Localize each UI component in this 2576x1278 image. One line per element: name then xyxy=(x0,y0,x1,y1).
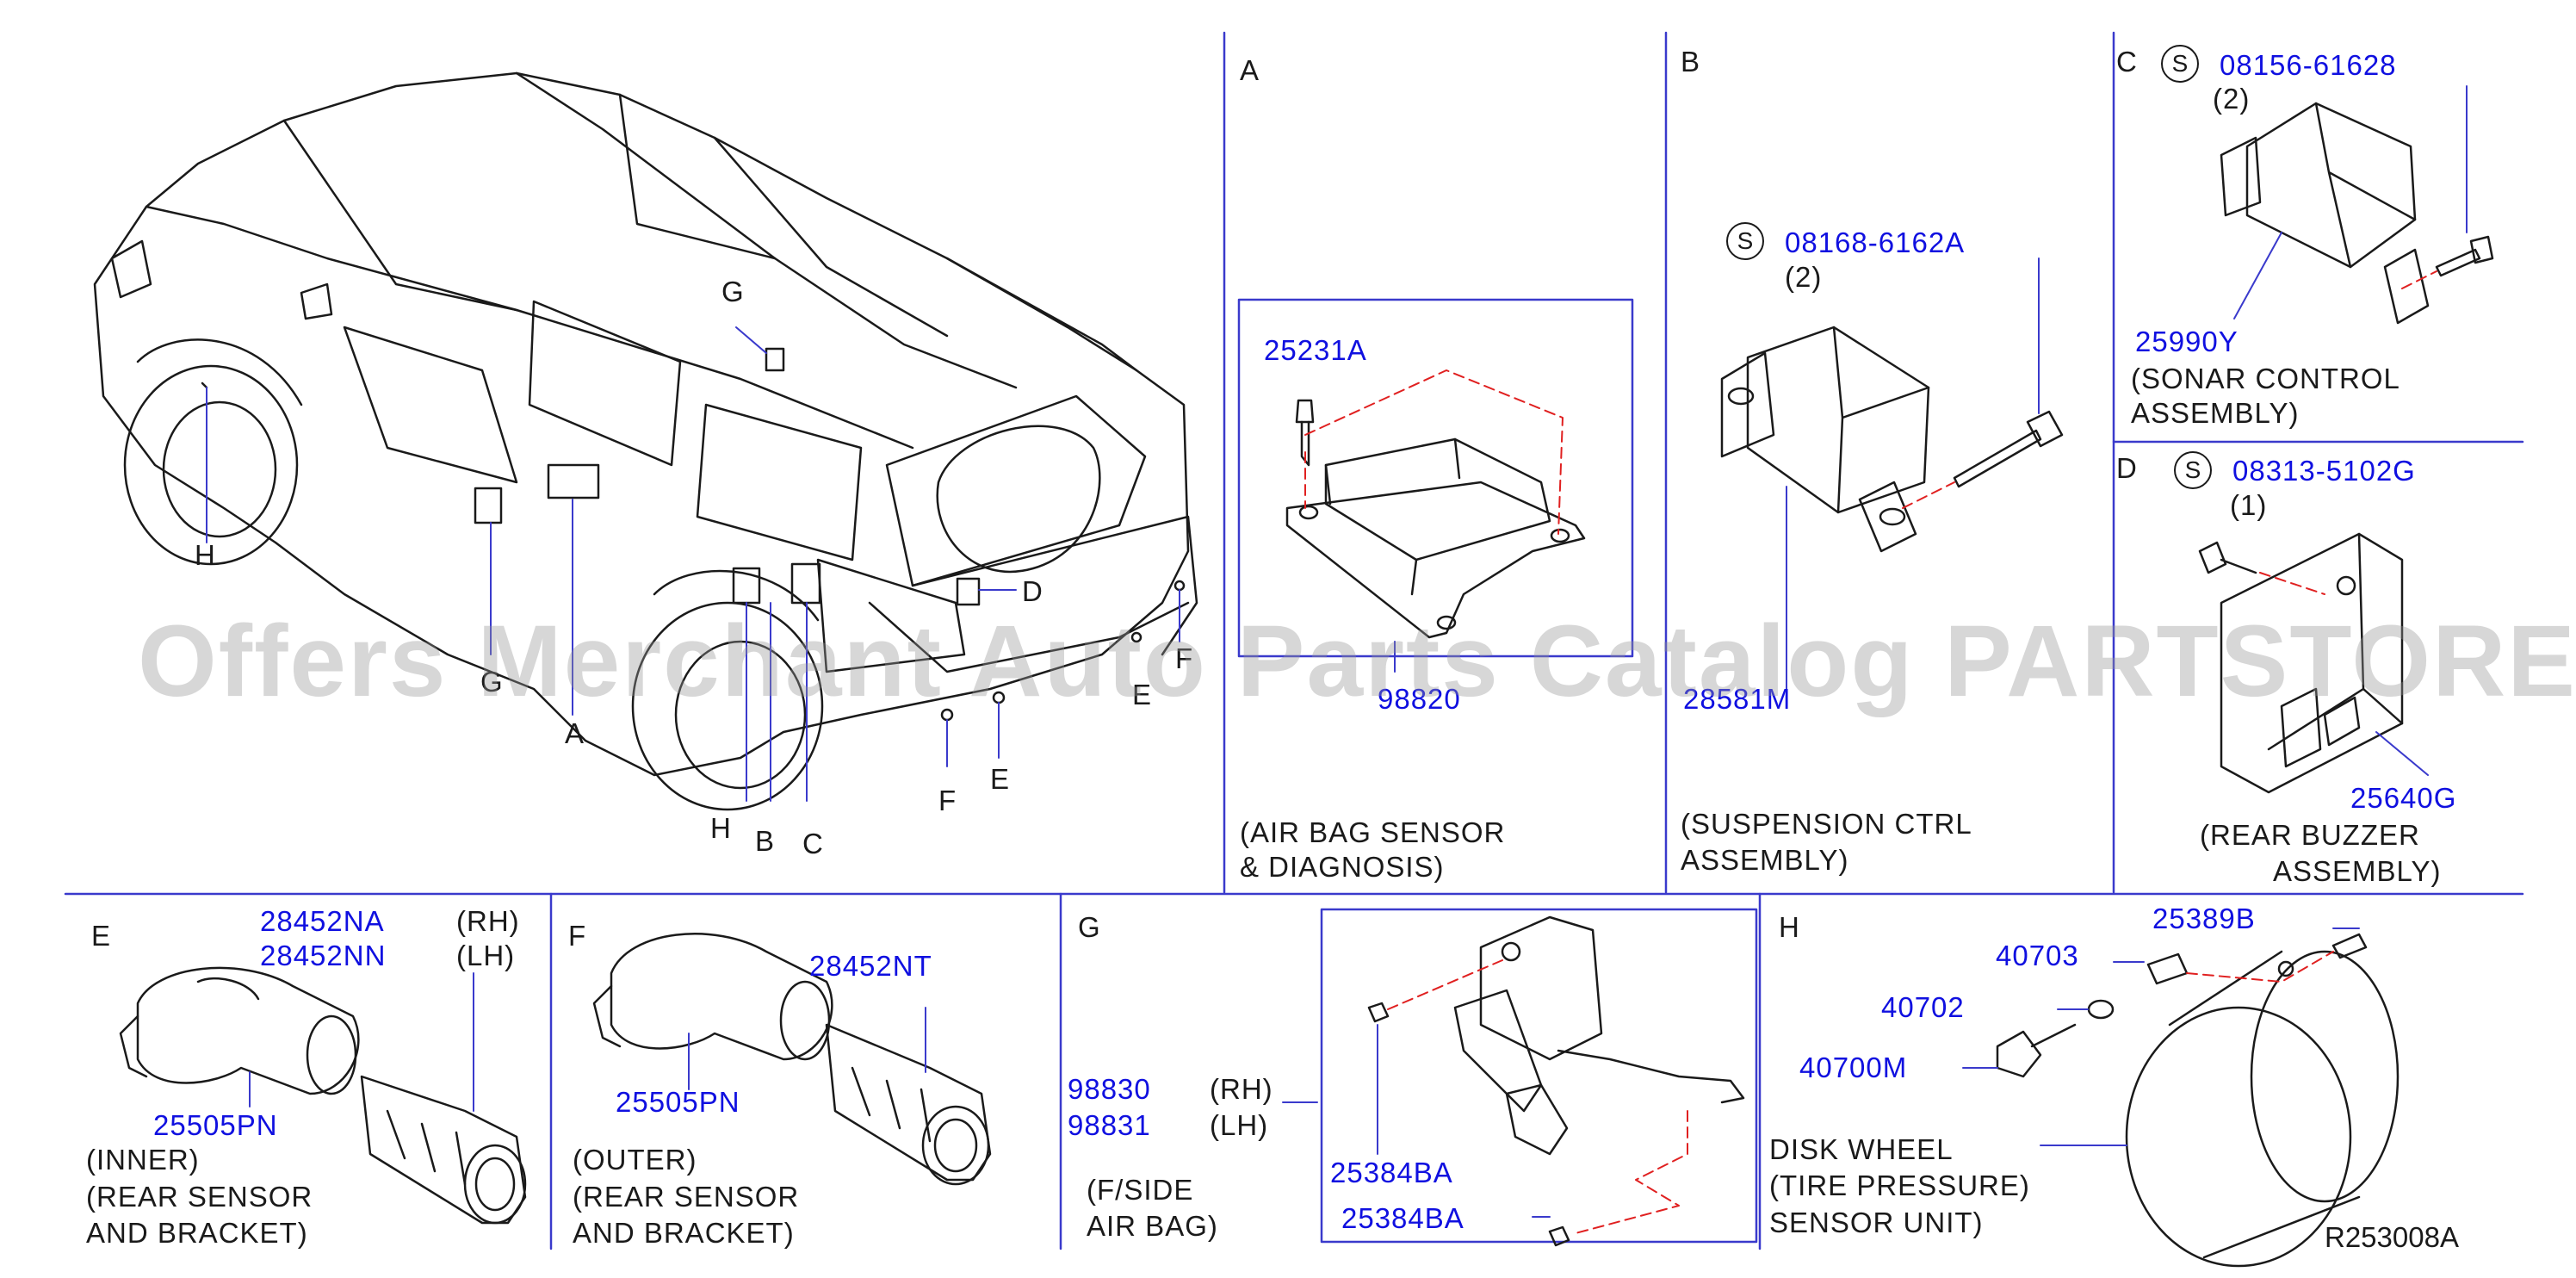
part-08156-61628[interactable]: 08156-61628 xyxy=(2220,49,2397,81)
part-28581m[interactable]: 28581M xyxy=(1683,683,1792,715)
rh-label-g: (RH) xyxy=(1210,1073,1273,1105)
section-d-letter: D xyxy=(2116,452,2138,484)
part-08313-5102g[interactable]: 08313-5102G xyxy=(2232,455,2416,487)
suspension-dash-line xyxy=(1902,481,1955,509)
section-b-letter: B xyxy=(1681,46,1701,78)
section-d-caption-2: ASSEMBLY) xyxy=(2273,855,2442,887)
section-g-caption-1: (F/SIDE xyxy=(1087,1174,1194,1206)
wheel-dash-lines xyxy=(2186,951,2334,983)
part-08168-6162a[interactable]: 08168-6162A xyxy=(1785,226,1966,258)
callout-g-top: G xyxy=(721,276,745,307)
bolt-qty-c: (2) xyxy=(2213,83,2251,115)
disk-wheel-drawing xyxy=(1996,933,2400,1268)
bolt-qty-b: (2) xyxy=(1785,261,1823,293)
section-f-letter: F xyxy=(568,920,587,952)
inner-sensor-leaders xyxy=(249,972,474,1112)
lh-label-g: (LH) xyxy=(1210,1109,1269,1141)
part-40702[interactable]: 40702 xyxy=(1881,991,1965,1023)
vehicle-illustration xyxy=(93,71,1198,811)
section-h-caption-3: SENSOR UNIT) xyxy=(1769,1207,1984,1238)
section-a-caption-1: (AIR BAG SENSOR xyxy=(1240,816,1506,848)
callout-c: C xyxy=(802,828,824,859)
sonar-control-drawing xyxy=(2220,102,2494,325)
sonar-leaders xyxy=(2233,85,2468,320)
bolt-qty-d: (1) xyxy=(2230,489,2268,521)
rh-label-e: (RH) xyxy=(456,905,520,937)
diagram-reference: R253008A xyxy=(2325,1221,2459,1253)
section-g-caption-2: AIR BAG) xyxy=(1087,1210,1218,1242)
section-b-caption-1: (SUSPENSION CTRL xyxy=(1681,808,1972,840)
part-28452na[interactable]: 28452NA xyxy=(260,905,385,937)
side-airbag-leaders xyxy=(1282,1024,1551,1218)
part-25384ba-2[interactable]: 25384BA xyxy=(1341,1202,1464,1234)
part-40700m[interactable]: 40700M xyxy=(1799,1052,1908,1083)
wheel-leaders xyxy=(1962,927,2360,1146)
section-e-caption-2: (REAR SENSOR xyxy=(86,1181,313,1213)
airbag-sensor-dash-lines xyxy=(1304,369,1564,535)
part-25640g[interactable]: 25640G xyxy=(2350,782,2457,814)
section-h-caption-1: DISK WHEEL xyxy=(1769,1133,1954,1165)
part-25990y[interactable]: 25990Y xyxy=(2135,326,2239,357)
sonar-dash-line xyxy=(2401,270,2437,289)
section-a-caption-2: & DIAGNOSIS) xyxy=(1240,851,1445,883)
callout-h-rear: H xyxy=(710,812,732,844)
section-f-caption-2: (REAR SENSOR xyxy=(573,1181,800,1213)
section-a-letter: A xyxy=(1240,54,1260,86)
part-98831[interactable]: 98831 xyxy=(1068,1109,1151,1141)
section-f-caption-3: AND BRACKET) xyxy=(573,1217,795,1249)
callout-g-side: G xyxy=(480,666,504,698)
section-h-letter: H xyxy=(1779,911,1800,943)
callout-d: D xyxy=(1022,575,1043,607)
buzzer-dash-line xyxy=(2259,572,2325,595)
standard-part-symbol-d: S xyxy=(2174,451,2212,489)
outer-sensor-drawing xyxy=(592,933,992,1186)
part-98820[interactable]: 98820 xyxy=(1378,683,1461,715)
vehicle-leader-lines xyxy=(206,326,1180,802)
part-40703[interactable]: 40703 xyxy=(1996,940,2079,971)
callout-f-high: F xyxy=(1175,642,1194,674)
part-28452nn[interactable]: 28452NN xyxy=(260,940,387,971)
callout-f-low: F xyxy=(938,785,957,816)
callout-e-low: E xyxy=(990,763,1011,795)
section-g-letter: G xyxy=(1078,911,1101,943)
suspension-leaders xyxy=(1786,257,2040,690)
buzzer-leaders xyxy=(2375,731,2429,776)
lh-label-e: (LH) xyxy=(456,940,516,971)
part-98830[interactable]: 98830 xyxy=(1068,1073,1151,1105)
section-d-caption-1: (REAR BUZZER xyxy=(2200,819,2420,851)
outer-sensor-leaders xyxy=(688,1007,926,1090)
side-airbag-sensor-drawing xyxy=(1367,915,1745,1247)
section-b-caption-2: ASSEMBLY) xyxy=(1681,844,1849,876)
part-25505pn-inner[interactable]: 25505PN xyxy=(153,1109,278,1141)
section-e-letter: E xyxy=(91,920,112,952)
suspension-control-drawing xyxy=(1720,326,2064,553)
inner-sensor-drawing xyxy=(119,966,527,1225)
standard-part-symbol-b: S xyxy=(1726,222,1764,260)
part-25389b[interactable]: 25389B xyxy=(2152,903,2256,934)
section-c-letter: C xyxy=(2116,46,2138,78)
part-25231a[interactable]: 25231A xyxy=(1264,334,1367,366)
section-e-caption-1: (INNER) xyxy=(86,1144,200,1176)
standard-part-symbol-c: S xyxy=(2161,45,2199,83)
section-c-caption-1: (SONAR CONTROL xyxy=(2131,363,2400,394)
part-25505pn-outer[interactable]: 25505PN xyxy=(616,1086,740,1118)
callout-b: B xyxy=(755,825,776,857)
airbag-sensor-drawing xyxy=(1285,399,1586,639)
part-28452nt[interactable]: 28452NT xyxy=(809,950,932,982)
side-airbag-dash-lines xyxy=(1387,959,1688,1234)
section-c-caption-2: ASSEMBLY) xyxy=(2131,397,2300,429)
section-f-caption-1: (OUTER) xyxy=(573,1144,697,1176)
rear-buzzer-drawing xyxy=(2198,532,2404,794)
panel-dividers xyxy=(64,31,2524,1250)
section-e-caption-3: AND BRACKET) xyxy=(86,1217,308,1249)
callout-e-high: E xyxy=(1132,679,1153,710)
section-h-caption-2: (TIRE PRESSURE) xyxy=(1769,1169,2030,1201)
callout-h-front: H xyxy=(195,539,216,571)
callout-a: A xyxy=(565,717,585,749)
part-25384ba-1[interactable]: 25384BA xyxy=(1330,1157,1453,1188)
